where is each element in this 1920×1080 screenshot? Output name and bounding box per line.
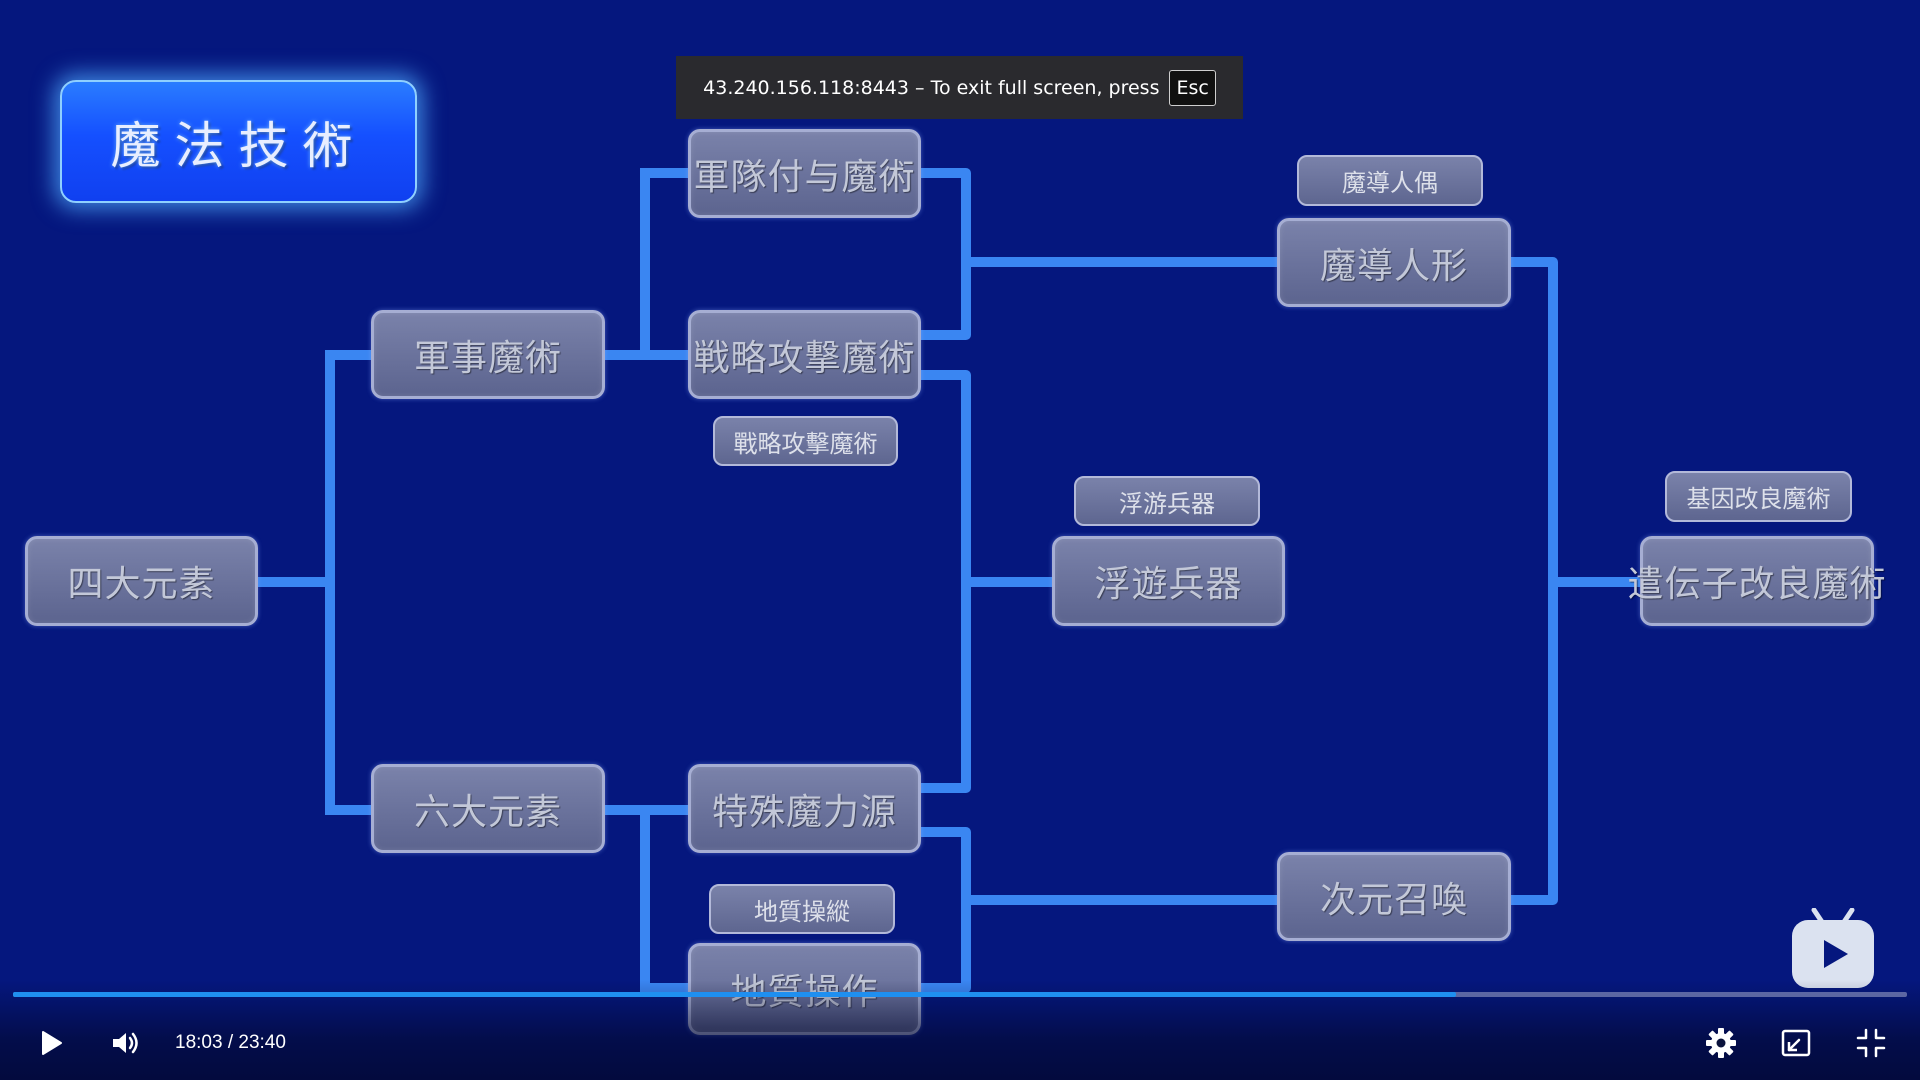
node-military-magic: 軍事魔術 [371,310,605,399]
exit-fullscreen-icon [1856,1028,1886,1058]
node-four-elements: 四大元素 [25,536,258,626]
title-badge: 魔法技術 [60,80,417,203]
picture-in-picture-icon [1781,1029,1811,1057]
duration: 23:40 [238,1032,286,1053]
picture-in-picture-button[interactable] [1778,1025,1814,1061]
fullscreen-notice-text: 43.240.156.118:8443 – To exit full scree… [703,76,1160,99]
node-magic-puppet: 魔導人形 [1277,218,1511,307]
tag-geology-control: 地質操縱 [709,884,895,934]
exit-fullscreen-button[interactable] [1853,1025,1889,1061]
node-strategic-attack-magic: 戦略攻撃魔術 [688,310,921,399]
progress-fill [13,992,1457,997]
bilibili-tv-logo[interactable] [1790,908,1876,990]
tag-floating-weapon: 浮游兵器 [1074,476,1260,526]
time-display: 18:03 / 23:40 [175,1029,286,1057]
time-separator: / [222,1032,239,1053]
node-army-enchant-magic: 軍隊付与魔術 [688,129,921,218]
node-dimension-summon: 次元召喚 [1277,852,1511,941]
tag-strategic-attack-magic: 戰略攻擊魔術 [713,416,898,466]
tag-gene-improvement-magic: 基因改良魔術 [1665,471,1852,522]
play-icon [42,1031,62,1055]
tag-magic-doll: 魔導人偶 [1297,155,1483,206]
node-special-mana-source: 特殊魔力源 [688,764,921,853]
node-six-elements: 六大元素 [371,764,605,853]
current-time: 18:03 [175,1032,223,1053]
esc-key-hint: Esc [1169,69,1216,106]
play-button[interactable] [34,1026,68,1060]
node-gene-improvement-magic: 遣伝子改良魔術 [1628,536,1886,626]
fullscreen-notice: 43.240.156.118:8443 – To exit full scree… [676,56,1243,119]
settings-button[interactable] [1703,1025,1739,1061]
gear-icon [1706,1028,1736,1058]
volume-button[interactable] [108,1026,142,1060]
progress-bar[interactable] [13,992,1907,997]
volume-icon [113,1032,138,1054]
node-floating-weapon: 浮遊兵器 [1052,536,1285,626]
